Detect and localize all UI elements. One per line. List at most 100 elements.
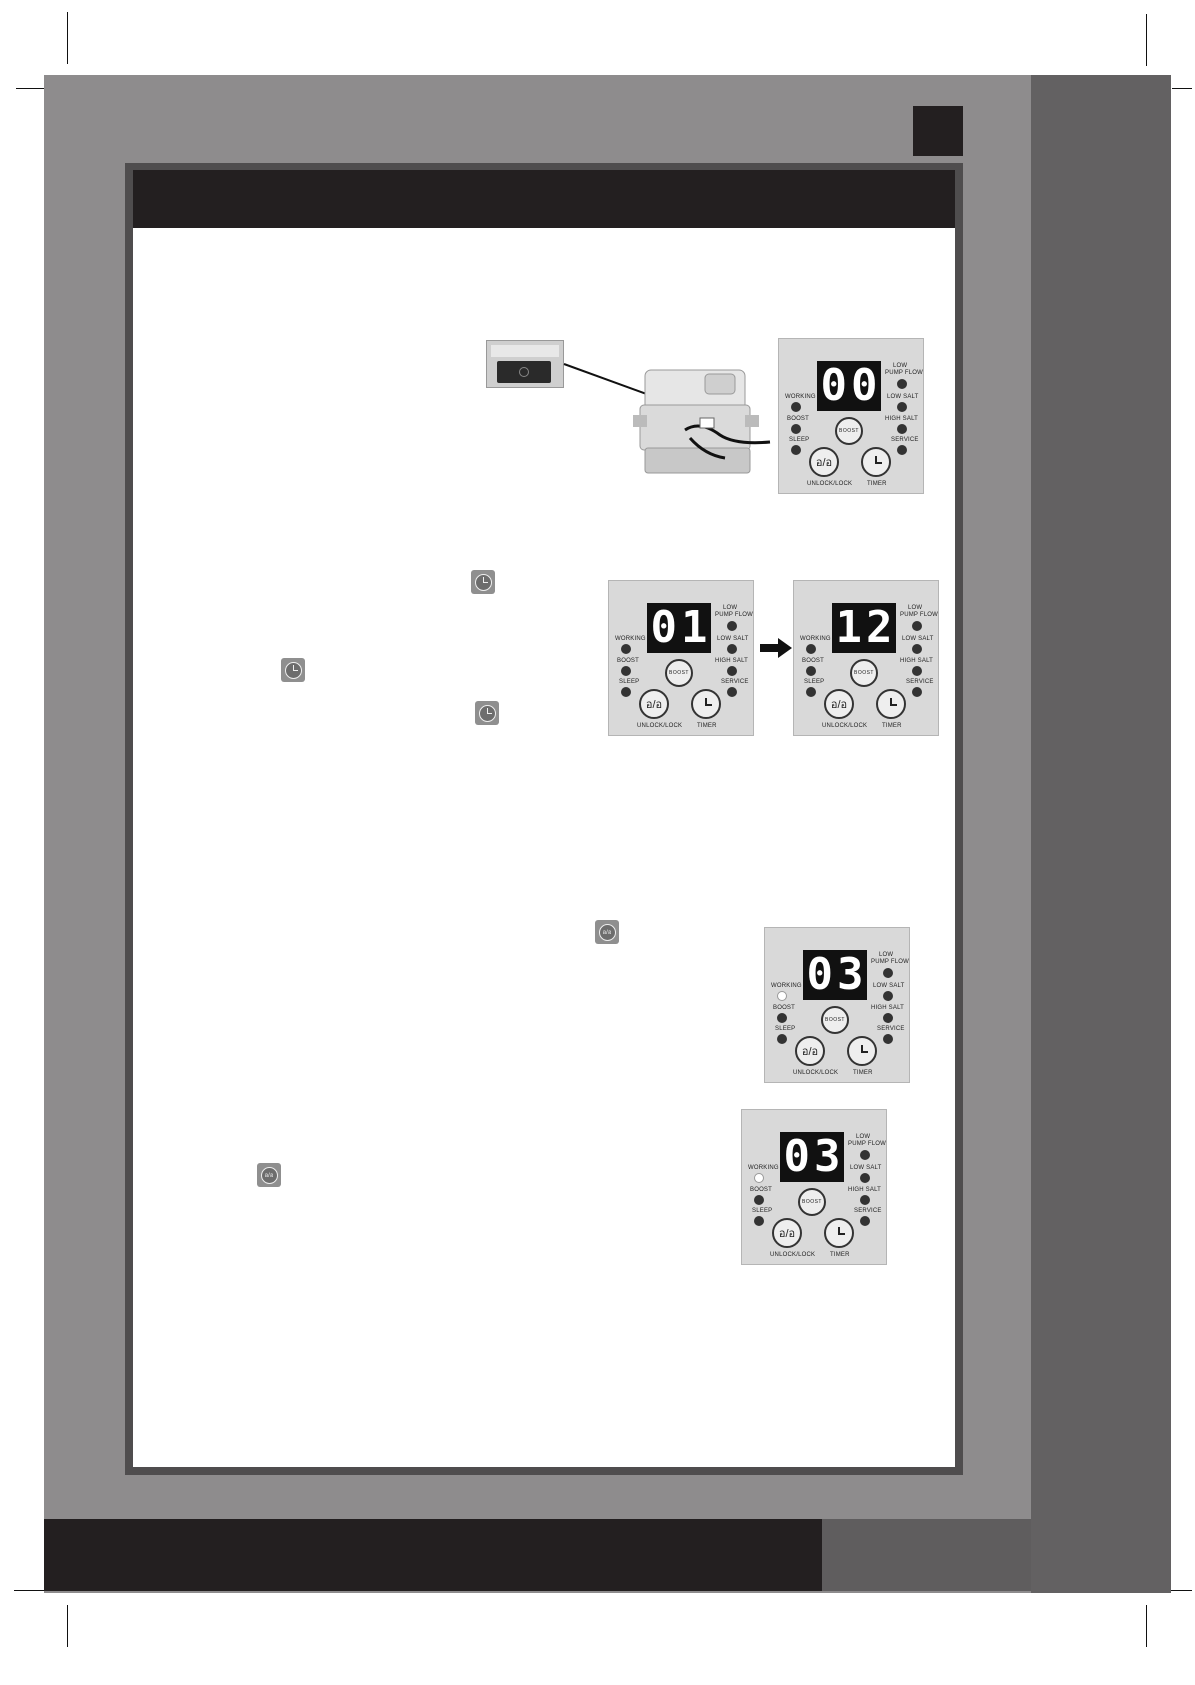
- led-low-pump-flow: [727, 621, 737, 631]
- label-unlock-lock: UNLOCK/LOCK: [822, 723, 868, 729]
- led-working: [806, 644, 816, 654]
- boost-button[interactable]: BOOST: [835, 417, 863, 445]
- label-low: LOW: [908, 605, 923, 611]
- crop-mark: [14, 1590, 44, 1591]
- label-timer: TIMER: [882, 723, 902, 729]
- timer-button[interactable]: [876, 689, 906, 719]
- led-boost: [754, 1195, 764, 1205]
- power-switch-closeup: [486, 340, 564, 388]
- led-boost: [777, 1013, 787, 1023]
- label-boost: BOOST: [617, 658, 640, 664]
- display-digit: 0: [650, 602, 678, 653]
- label-low: LOW: [723, 605, 738, 611]
- unlock-lock-button[interactable]: อ/อ: [809, 447, 839, 477]
- led-boost: [806, 666, 816, 676]
- display-digit: 2: [866, 602, 893, 653]
- lock-icon: อ/อ: [801, 1046, 819, 1058]
- led-sleep: [777, 1034, 787, 1044]
- clock-icon: [475, 701, 499, 725]
- led-service: [860, 1216, 870, 1226]
- label-low-salt: LOW SALT: [902, 636, 934, 642]
- label-boost: BOOST: [787, 416, 810, 422]
- crop-mark: [1172, 88, 1192, 89]
- boost-button[interactable]: BOOST: [798, 1188, 826, 1216]
- label-pump-flow: PUMP FLOW: [885, 370, 924, 376]
- label-timer: TIMER: [830, 1252, 850, 1258]
- label-low: LOW: [893, 363, 908, 369]
- display-digit: 0: [806, 949, 834, 1000]
- led-high-salt: [897, 424, 907, 434]
- timer-button[interactable]: [847, 1036, 877, 1066]
- led-service: [883, 1034, 893, 1044]
- led-service: [897, 445, 907, 455]
- led-low-pump-flow: [860, 1150, 870, 1160]
- label-service: SERVICE: [854, 1208, 882, 1214]
- label-high-salt: HIGH SALT: [900, 658, 934, 664]
- label-high-salt: HIGH SALT: [848, 1187, 882, 1193]
- label-pump-flow: PUMP FLOW: [715, 612, 754, 618]
- boost-button[interactable]: BOOST: [850, 659, 878, 687]
- label-sleep: SLEEP: [804, 679, 825, 685]
- label-unlock-lock: UNLOCK/LOCK: [637, 723, 683, 729]
- label-high-salt: HIGH SALT: [871, 1005, 905, 1011]
- led-high-salt: [883, 1013, 893, 1023]
- led-sleep: [621, 687, 631, 697]
- led-working: [621, 644, 631, 654]
- label-low-salt: LOW SALT: [717, 636, 749, 642]
- label-low-salt: LOW SALT: [873, 983, 905, 989]
- led-low-salt: [897, 402, 907, 412]
- label-low-salt: LOW SALT: [887, 394, 919, 400]
- seven-segment-display: 0 1: [647, 603, 711, 653]
- chlorinator-device-photo: [633, 369, 771, 474]
- rocker-switch-icon: [497, 361, 551, 383]
- led-working: [777, 991, 787, 1001]
- seven-segment-display: 0 3: [780, 1132, 844, 1182]
- clock-icon: [869, 455, 883, 469]
- label-high-salt: HIGH SALT: [885, 416, 919, 422]
- led-high-salt: [912, 666, 922, 676]
- control-panel: 0 3 LOW PUMP FLOW LOW SALT HIGH SALT SER…: [764, 927, 910, 1083]
- side-strip: [1031, 75, 1171, 1593]
- crop-mark: [16, 88, 56, 89]
- seven-segment-display: 0 0: [817, 361, 881, 411]
- led-low-pump-flow: [897, 379, 907, 389]
- crop-mark: [1154, 1590, 1192, 1591]
- section-header-bar: [133, 170, 955, 228]
- label-timer: TIMER: [853, 1070, 873, 1076]
- display-digit: 0: [783, 1131, 811, 1182]
- led-high-salt: [860, 1195, 870, 1205]
- timer-button[interactable]: [691, 689, 721, 719]
- unlock-lock-button[interactable]: อ/อ: [824, 689, 854, 719]
- clock-icon: [281, 658, 305, 682]
- timer-button[interactable]: [824, 1218, 854, 1248]
- label-sleep: SLEEP: [752, 1208, 773, 1214]
- label-working: WORKING: [785, 394, 816, 400]
- unlock-lock-button[interactable]: อ/อ: [639, 689, 669, 719]
- control-panel: 1 2 LOW PUMP FLOW LOW SALT HIGH SALT SER…: [793, 580, 939, 736]
- led-low-pump-flow: [883, 968, 893, 978]
- label-unlock-lock: UNLOCK/LOCK: [770, 1252, 816, 1258]
- label-service: SERVICE: [877, 1026, 905, 1032]
- boost-button[interactable]: BOOST: [665, 659, 693, 687]
- display-digit: 3: [837, 949, 864, 1000]
- label-working: WORKING: [800, 636, 831, 642]
- led-low-salt: [727, 644, 737, 654]
- boost-button[interactable]: BOOST: [821, 1006, 849, 1034]
- led-service: [727, 687, 737, 697]
- lock-icon: อ/อ: [815, 457, 833, 469]
- timer-button[interactable]: [861, 447, 891, 477]
- label-boost: BOOST: [802, 658, 825, 664]
- crop-mark: [67, 12, 68, 64]
- crop-mark: [67, 1605, 68, 1647]
- led-low-salt: [860, 1173, 870, 1183]
- label-boost: BOOST: [773, 1005, 796, 1011]
- clock-icon: [699, 697, 713, 711]
- label-high-salt: HIGH SALT: [715, 658, 749, 664]
- lock-icon: อ/อ: [257, 1163, 281, 1187]
- unlock-lock-button[interactable]: อ/อ: [772, 1218, 802, 1248]
- unlock-lock-button[interactable]: อ/อ: [795, 1036, 825, 1066]
- led-working: [754, 1173, 764, 1183]
- footer-page-area: [822, 1519, 1031, 1591]
- label-sleep: SLEEP: [789, 437, 810, 443]
- clock-icon: [855, 1044, 869, 1058]
